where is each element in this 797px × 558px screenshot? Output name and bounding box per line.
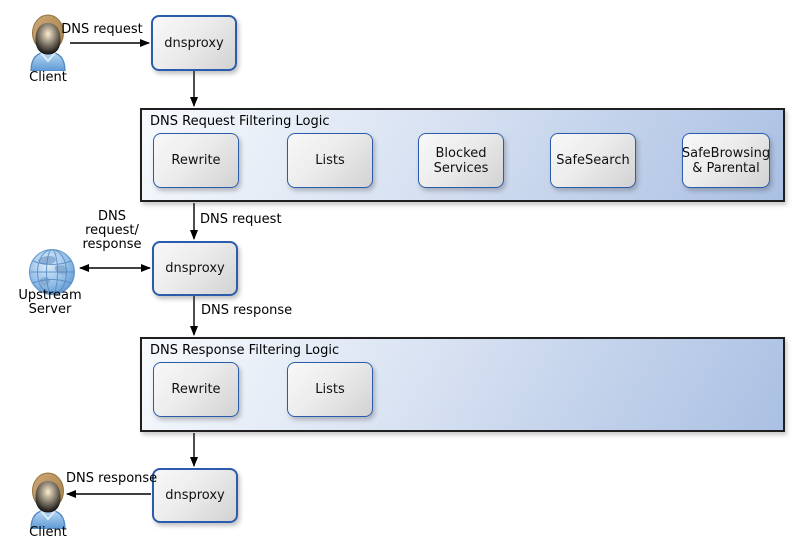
step-rewrite: Rewrite (153, 133, 239, 188)
container-request-filtering: DNS Request Filtering Logic Rewrite List… (140, 108, 785, 202)
globe-icon (29, 249, 75, 295)
request-filtering-title: DNS Request Filtering Logic (150, 114, 330, 129)
person-icon (30, 472, 66, 529)
step-lists-response: Lists (287, 362, 373, 417)
node-dnsproxy-bottom: dnsproxy (152, 468, 238, 523)
step-safebrowsing-parental: SafeBrowsing & Parental (682, 133, 770, 188)
edge-label-dns-request-top: DNS request (61, 22, 143, 37)
step-blocked-services: Blocked Services (418, 133, 504, 188)
container-response-filtering: DNS Response Filtering Logic Rewrite Lis… (140, 337, 785, 432)
edge-label-dns-request-mid: DNS request (200, 212, 282, 227)
step-safesearch: SafeSearch (550, 133, 636, 188)
node-dnsproxy-middle: dnsproxy (152, 241, 238, 296)
upstream-server-label: Upstream Server (18, 288, 82, 317)
client-top-label: Client (29, 70, 67, 85)
edge-label-dns-request-response: DNS request/ response (82, 209, 142, 252)
edge-label-dns-response-bottom: DNS response (66, 471, 158, 486)
step-rewrite-response: Rewrite (153, 362, 239, 417)
node-dnsproxy-top: dnsproxy (151, 15, 237, 71)
person-icon (30, 14, 66, 71)
client-bottom-label: Client (29, 525, 67, 540)
edge-label-dns-response-mid: DNS response (201, 303, 293, 318)
response-filtering-title: DNS Response Filtering Logic (150, 343, 340, 358)
step-lists: Lists (287, 133, 373, 188)
